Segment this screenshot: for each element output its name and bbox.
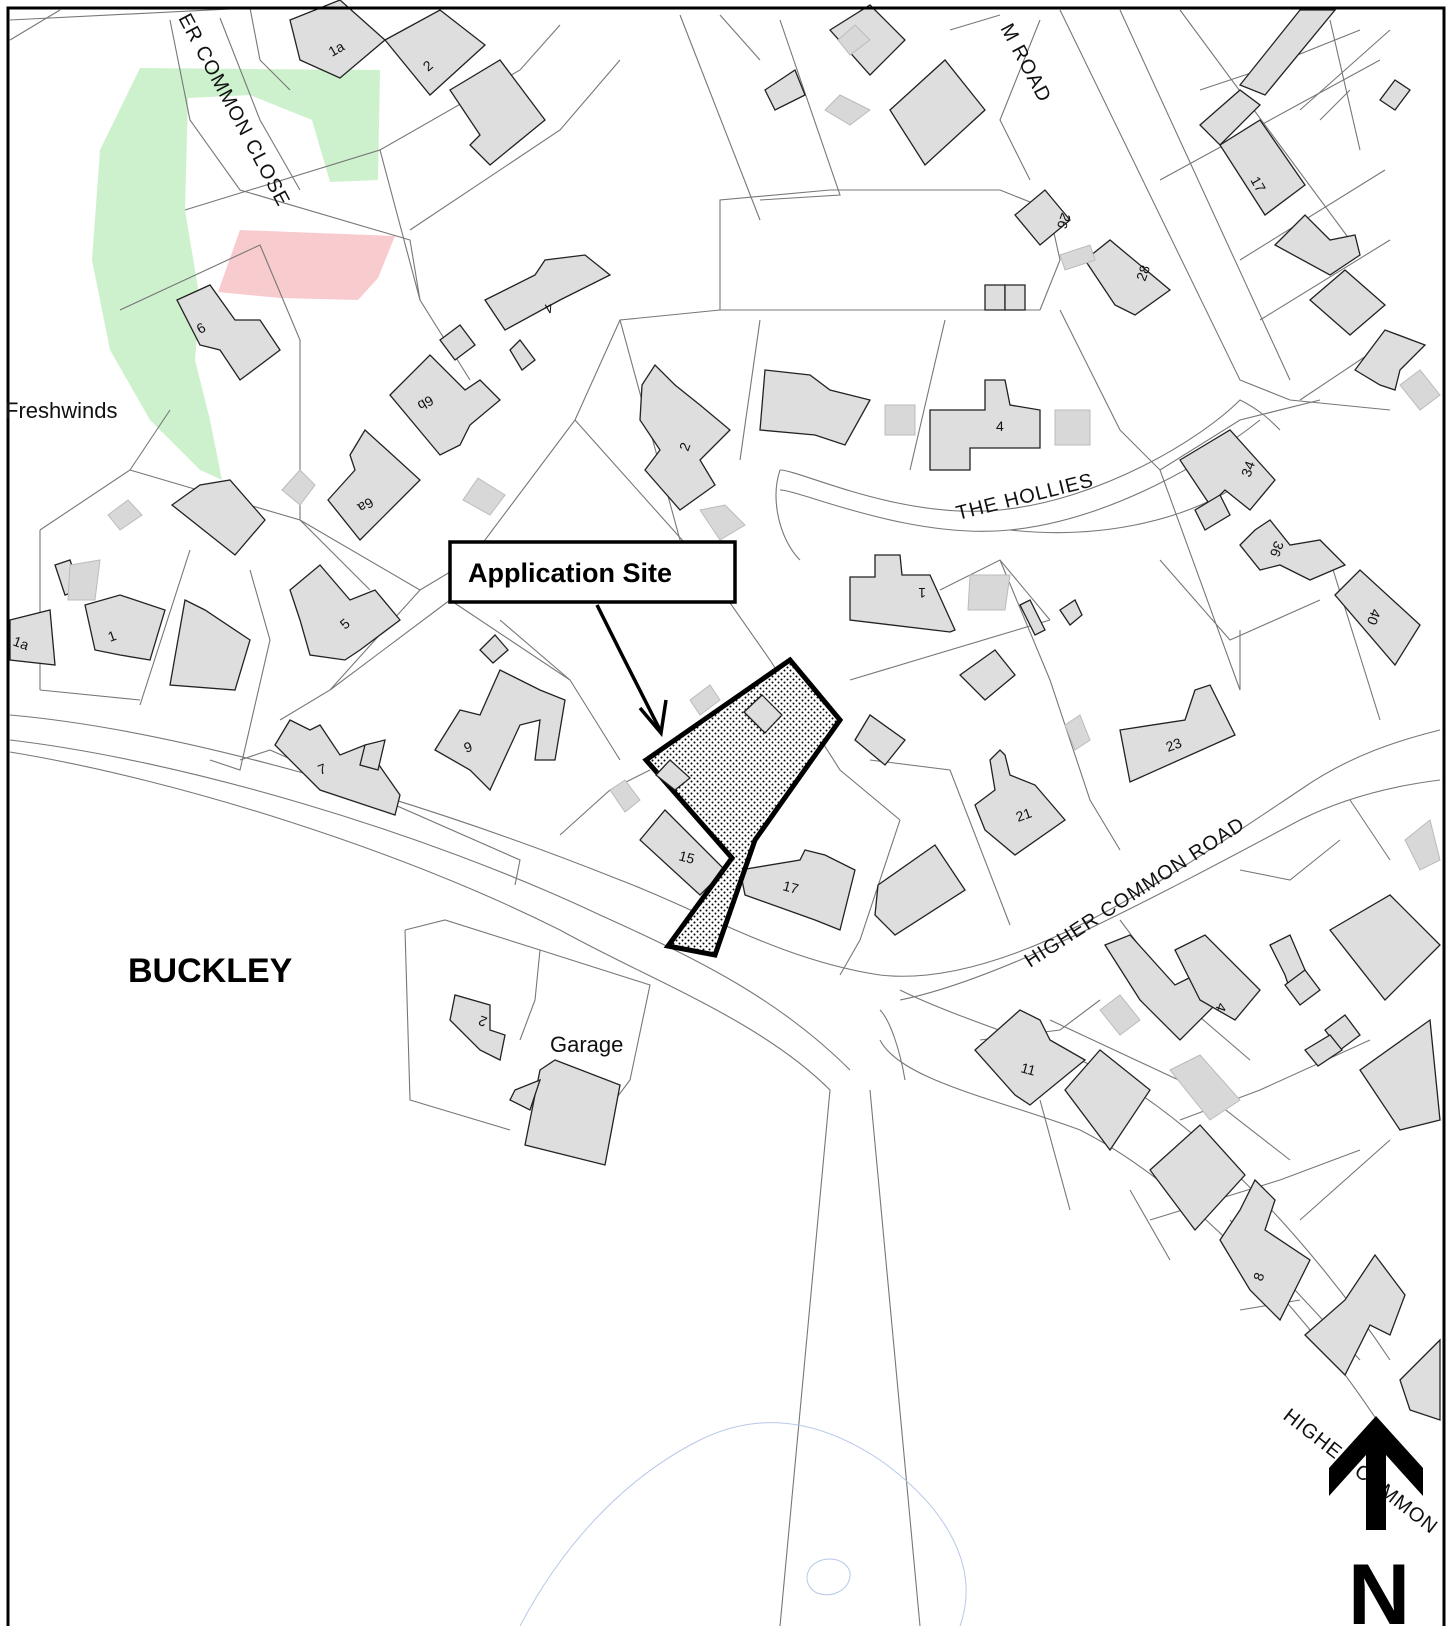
outbuildings xyxy=(67,24,1441,1121)
callout-label: Application Site xyxy=(468,558,672,588)
house-number-11: 11 xyxy=(1019,1059,1037,1078)
site-building-north xyxy=(743,694,783,734)
house-number-4-hollies: 4 xyxy=(996,418,1004,434)
house-number-17-ne: 17 xyxy=(1247,174,1269,196)
house-number-36: 36 xyxy=(1267,539,1287,559)
house-number-1a-top: 1a xyxy=(326,38,348,60)
application-site-boundary xyxy=(642,656,844,958)
north-label: N xyxy=(1348,1547,1410,1626)
green-area xyxy=(92,68,380,480)
house-number-17: 17 xyxy=(781,877,800,897)
place-garage: Garage xyxy=(550,1032,623,1057)
north-arrow-icon xyxy=(1329,1416,1423,1530)
pink-area xyxy=(218,230,395,300)
house-number-28: 28 xyxy=(1133,263,1153,283)
map-frame xyxy=(6,6,1446,1626)
pond-outline xyxy=(519,1422,967,1626)
callout-box xyxy=(448,540,737,604)
house-number-21: 21 xyxy=(1014,804,1034,824)
street-the-hollies: THE HOLLIES xyxy=(954,469,1096,524)
plot-boundaries xyxy=(9,7,1391,1361)
house-number-34: 34 xyxy=(1238,459,1258,479)
house-number-6b: 6b xyxy=(415,392,437,414)
street-top-road: M ROAD xyxy=(996,20,1056,106)
street-higher-common-close: ER COMMON CLOSE xyxy=(174,10,294,210)
callout-arrow-head xyxy=(638,699,668,738)
place-buckley: BUCKLEY xyxy=(128,952,293,990)
house-number-1a-left: 1a xyxy=(11,633,31,653)
house-number-15: 15 xyxy=(677,847,696,867)
buildings xyxy=(9,0,1441,1421)
house-number-40: 40 xyxy=(1364,607,1384,627)
place-freshwinds: Freshwinds xyxy=(5,398,117,423)
house-number-26: 26 xyxy=(1054,211,1074,231)
house-number-23: 23 xyxy=(1164,734,1184,754)
callout-arrow xyxy=(595,604,662,731)
house-number-1-hollies: 1 xyxy=(918,585,926,601)
house-number-6a: 6a xyxy=(355,494,377,516)
small-pond xyxy=(806,1558,851,1596)
site-building-south xyxy=(655,759,692,791)
